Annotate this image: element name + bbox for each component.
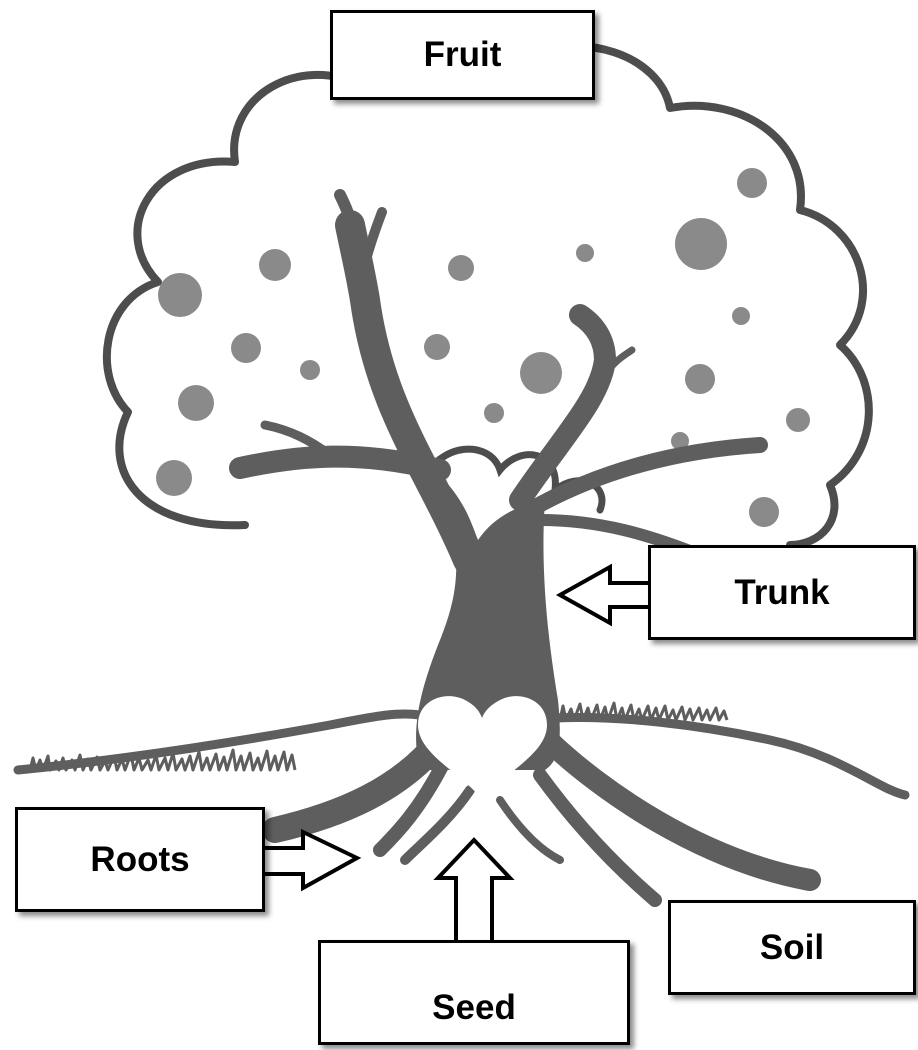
trunk-label: Trunk <box>648 545 916 640</box>
fruit-dot <box>520 352 562 394</box>
fruit-dot <box>259 249 291 281</box>
fruit-dots <box>156 168 810 527</box>
seed-label: Seed <box>318 940 630 1045</box>
fruit-dot <box>737 168 767 198</box>
ground-line <box>13 709 910 800</box>
seed-arrow <box>433 837 515 957</box>
fruit-dot <box>786 408 810 432</box>
soil-label: Soil <box>668 900 916 995</box>
fruit-dot <box>158 273 202 317</box>
fruit-dot <box>424 334 450 360</box>
trunk-shape <box>416 470 560 770</box>
fruit-dot <box>178 385 214 421</box>
roots <box>262 727 821 907</box>
fruit-dot <box>156 460 192 496</box>
fruit-dot <box>749 497 779 527</box>
canopy-outline <box>103 37 873 549</box>
heart-seed <box>418 696 547 800</box>
fruit-label: Fruit <box>330 10 595 100</box>
fruit-dot <box>448 255 474 281</box>
fruit-dot <box>231 333 261 363</box>
fruit-dot <box>576 244 594 262</box>
fruit-dot <box>671 432 689 450</box>
grass-left <box>28 748 297 772</box>
fruit-dot <box>732 307 750 325</box>
fruit-dot <box>675 218 727 270</box>
fruit-dot <box>484 403 504 423</box>
trunk-arrow <box>555 563 654 627</box>
grass-right <box>558 701 729 722</box>
fruit-dot <box>300 360 320 380</box>
roots-label: Roots <box>15 807 265 912</box>
fruit-dot <box>685 364 715 394</box>
